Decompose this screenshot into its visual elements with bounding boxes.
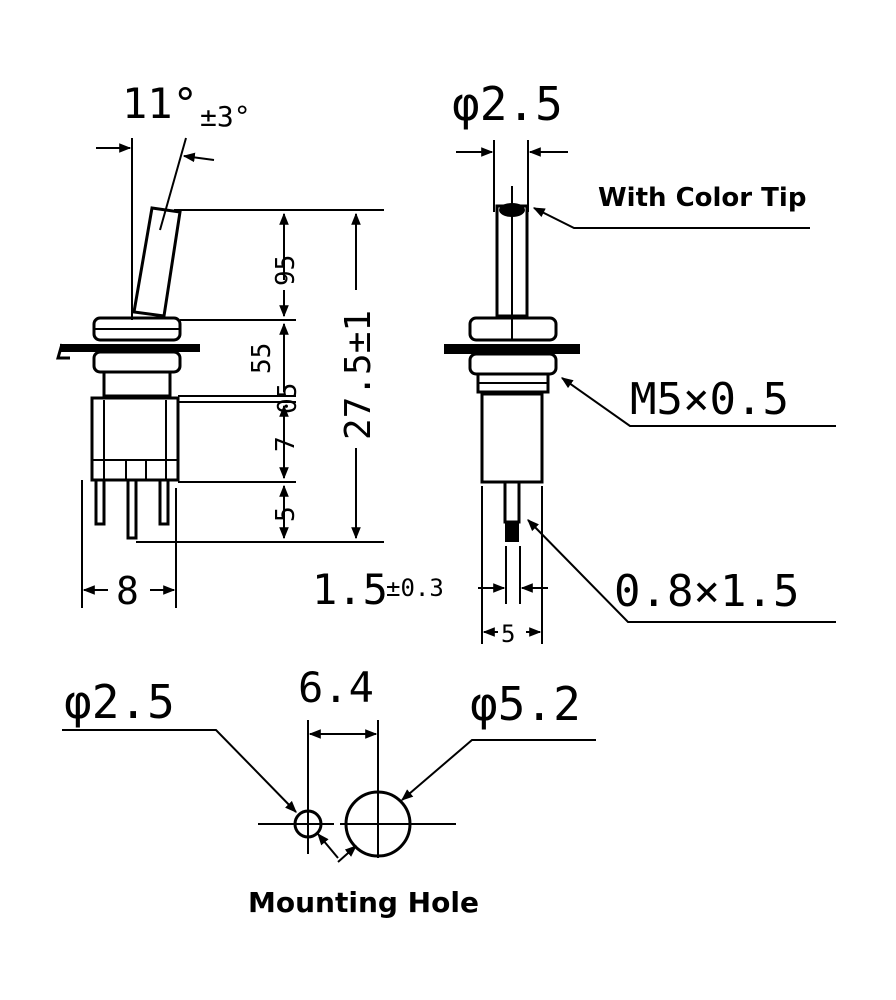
- pitch-tolerance: ±0.3: [386, 574, 444, 602]
- thread-label: M5×0.5: [630, 374, 789, 425]
- dim-5: 5: [271, 506, 301, 522]
- mounting-hole-view: φ2.5 6.4 φ5.2 Mounting Hole: [62, 663, 596, 919]
- dim-05: 05: [273, 383, 303, 414]
- small-hole-arrow-b: [317, 833, 339, 859]
- thread-leader: [561, 377, 836, 427]
- terminal-center: [126, 478, 138, 540]
- lock-washer: [60, 344, 200, 352]
- hole-spacing: 6.4: [298, 663, 374, 712]
- large-hole-leader: [401, 739, 596, 801]
- mounting-hole-caption: Mounting Hole: [248, 886, 479, 919]
- small-hole: [293, 809, 323, 839]
- color-tip-leader: [532, 207, 810, 229]
- front-washer: [444, 344, 580, 354]
- front-diameter: φ2.5: [452, 77, 563, 131]
- small-hole-diameter: φ2.5: [64, 675, 175, 729]
- terminal-right: [158, 478, 170, 526]
- terminal-left: [94, 478, 106, 526]
- dim-width: 8: [116, 569, 139, 613]
- lower-nut: [92, 350, 182, 374]
- angle-value: 11°: [122, 79, 198, 128]
- large-hole-diameter: φ5.2: [470, 677, 581, 731]
- dim-total: 27.5±1: [338, 310, 379, 440]
- color-tip: [499, 203, 525, 217]
- large-hole-arrow-b: [337, 845, 357, 863]
- front-nut: [468, 316, 558, 342]
- terminal-leader: [527, 519, 836, 623]
- pitch-five: 5: [501, 620, 515, 648]
- front-lower-nut: [468, 352, 558, 376]
- color-tip-label: With Color Tip: [598, 183, 806, 213]
- dim-95: 95: [271, 255, 301, 286]
- small-hole-leader: [62, 729, 297, 813]
- terminal-label: 0.8×1.5: [614, 566, 799, 617]
- dim-55: 55: [247, 343, 277, 374]
- large-hole: [344, 790, 412, 858]
- front-view: φ2.5 With Color Tip M5×0.5 0.8×1.5: [312, 77, 836, 648]
- dim-7: 7: [271, 436, 301, 452]
- washer-tab: [56, 343, 70, 360]
- bushing-neck: [102, 370, 172, 398]
- toggle-lever: [132, 206, 182, 318]
- terminal-tip: [505, 522, 519, 542]
- body-base: [92, 459, 178, 481]
- angle-slant-line: [159, 137, 187, 231]
- angle-right-arrow: [182, 152, 215, 163]
- pitch-value: 1.5: [312, 565, 388, 614]
- side-view: 11° ±3° 95: [56, 79, 384, 613]
- front-body: [480, 392, 544, 484]
- angle-tolerance: ±3°: [200, 100, 251, 133]
- front-terminal: [503, 480, 521, 524]
